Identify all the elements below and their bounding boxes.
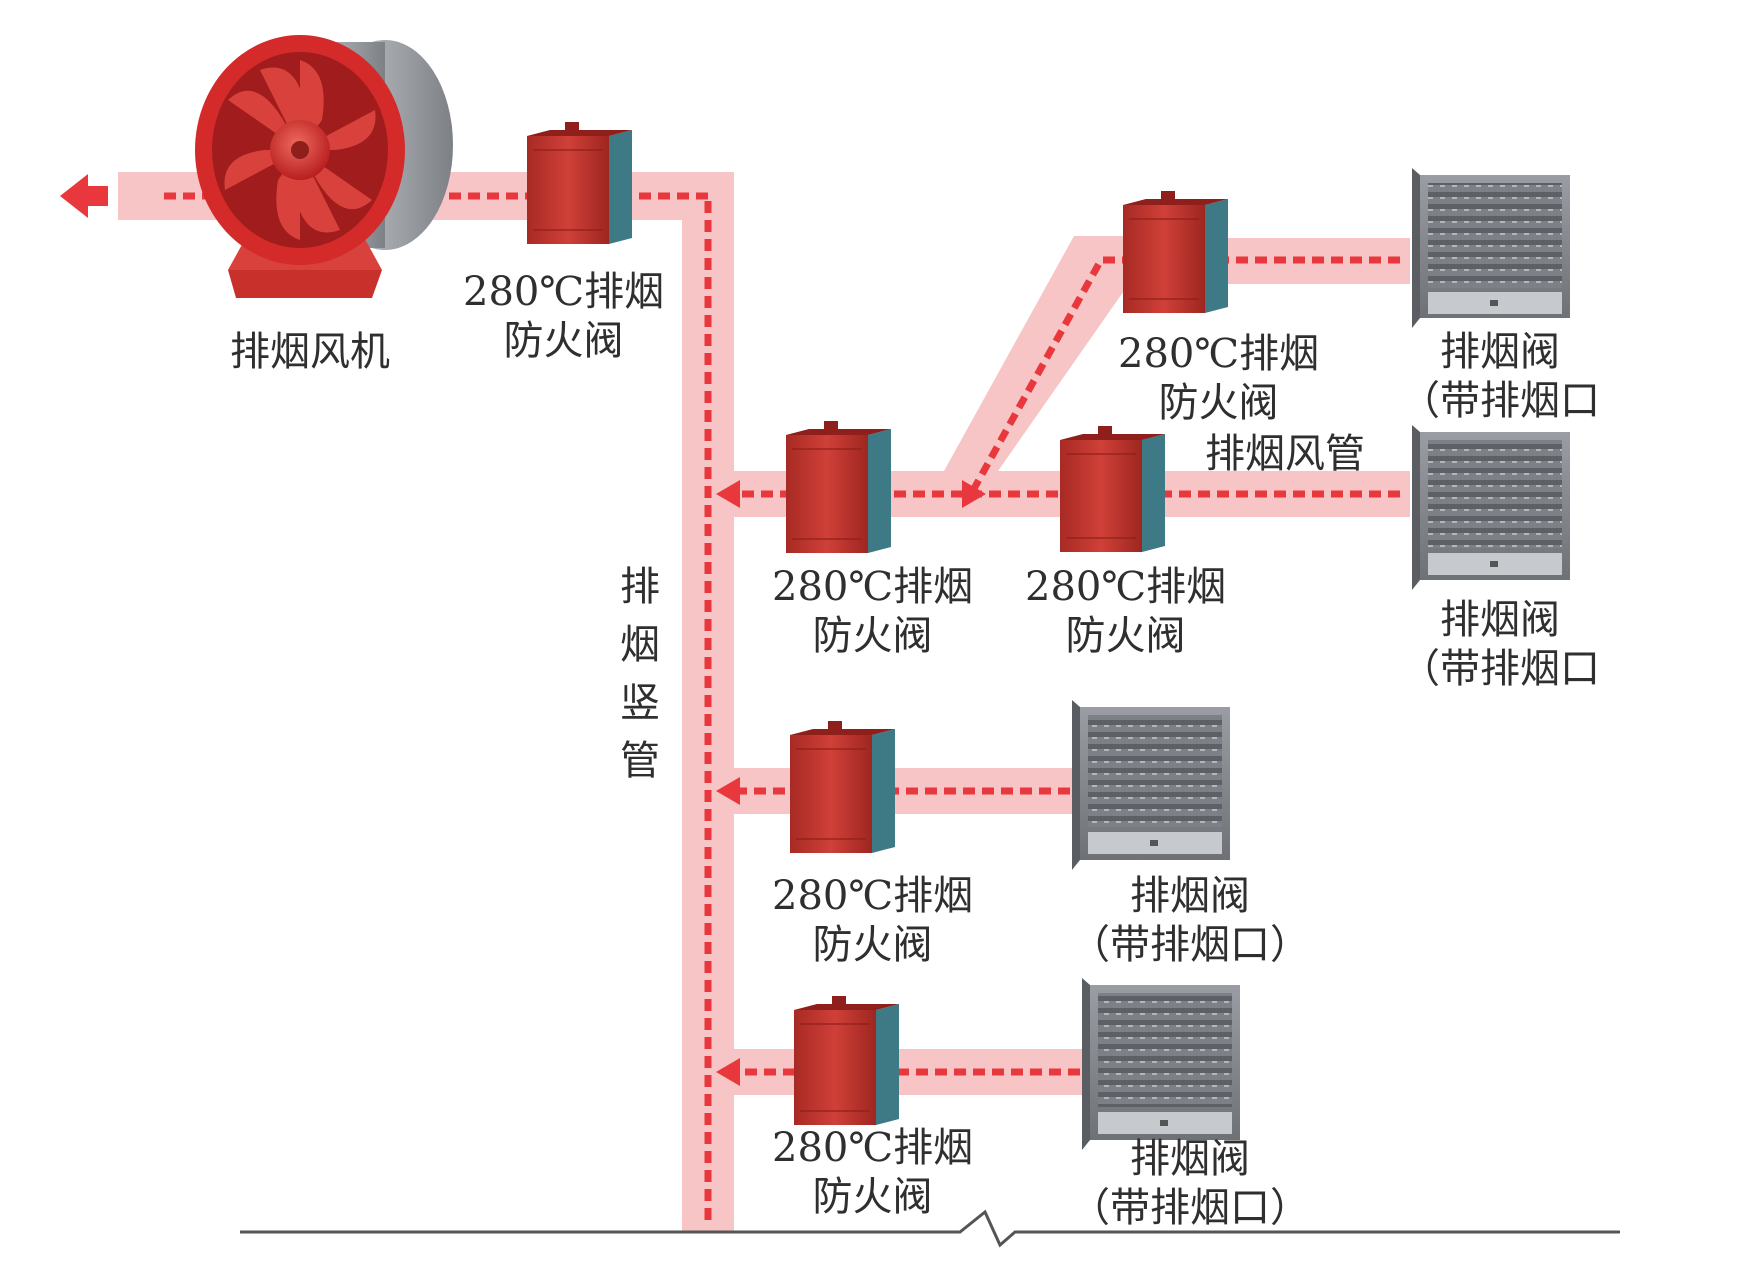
- fire-damper-row4: [794, 996, 899, 1125]
- fire-damper-row3: [790, 721, 895, 853]
- fire-damper-row2-right: [1060, 426, 1165, 552]
- diagonal-duct: [944, 236, 1128, 471]
- fire-damper-row4-label: 280℃排烟 防火阀: [772, 1125, 974, 1220]
- axial-smoke-exhaust-fan-icon: [195, 35, 453, 298]
- fire-damper-main: [527, 122, 632, 244]
- smoke-exhaust-vent-row4: [1082, 978, 1240, 1150]
- fire-damper-row2-left: [786, 421, 891, 553]
- fire-damper-row2-left-label: 280℃排烟 防火阀: [772, 564, 974, 659]
- vent-mid-label: 排烟阀 （带排烟口: [1400, 597, 1600, 692]
- vent-top-label: 排烟阀 （带排烟口: [1400, 329, 1600, 424]
- riser-label: 排 烟 竖 管: [620, 564, 660, 784]
- smoke-exhaust-vent-mid: [1412, 425, 1570, 590]
- fire-damper-row2-right-label: 280℃排烟 防火阀: [1025, 564, 1227, 659]
- floor-baseline: [240, 1209, 1620, 1248]
- fan-label: 排烟风机: [230, 329, 390, 375]
- fire-damper-upper-label: 280℃排烟 防火阀: [1118, 331, 1320, 426]
- vent-row4-label: 排烟阀 （带排烟口）: [1070, 1136, 1310, 1231]
- fire-damper-upper: [1123, 191, 1228, 313]
- fire-damper-row3-label: 280℃排烟 防火阀: [772, 873, 974, 968]
- smoke-exhaust-vent-top: [1412, 168, 1570, 328]
- duct-label: 排烟风管: [1205, 431, 1365, 477]
- fire-damper-main-label: 280℃排烟 防火阀: [463, 269, 665, 364]
- vent-row3-label: 排烟阀 （带排烟口）: [1070, 873, 1310, 968]
- smoke-exhaust-vent-row3: [1072, 700, 1230, 870]
- airflow-arrow-icon: [60, 174, 986, 1086]
